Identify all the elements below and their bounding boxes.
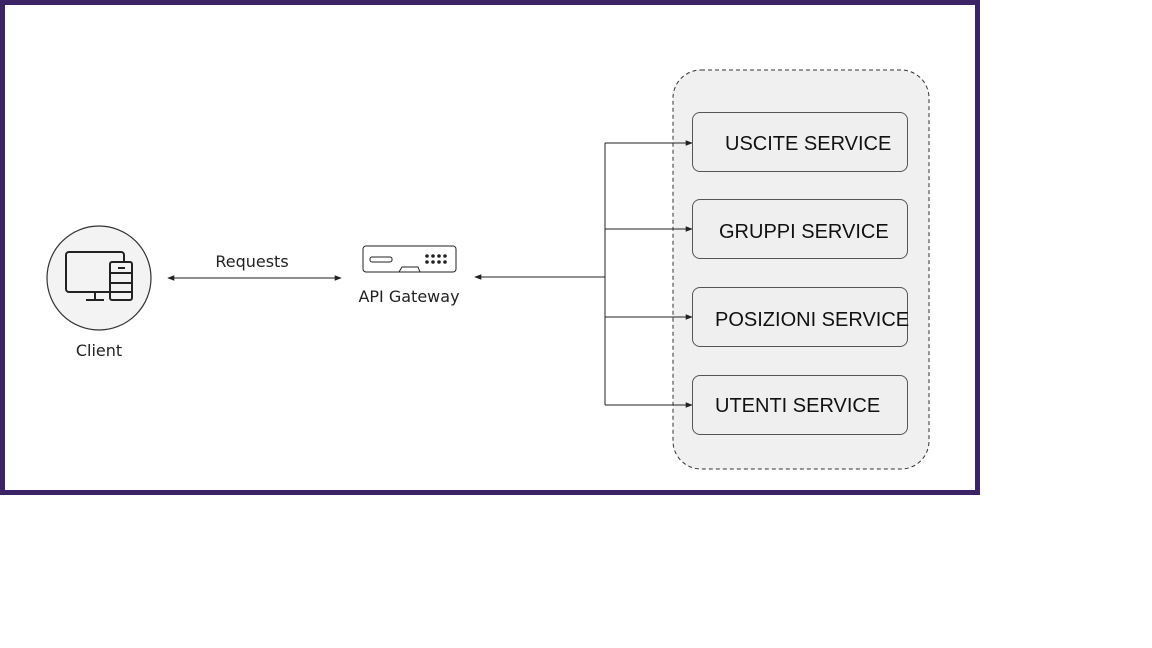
desktop-computer-icon [65,251,133,301]
service-box-gruppi: GRUPPI SERVICE [692,199,908,259]
service-label-utenti: UTENTI SERVICE [715,395,881,417]
client-node [46,225,152,331]
service-label-uscite: USCITE SERVICE [725,133,892,155]
service-box-utenti: UTENTI SERVICE [692,375,908,435]
service-label-gruppi: GRUPPI SERVICE [719,221,889,243]
client-label: Client [75,341,123,360]
service-label-posizioni: POSIZIONI SERVICE [715,309,910,331]
service-box-posizioni: POSIZIONI SERVICE [692,287,910,347]
gateway-label: API Gateway [358,287,460,306]
gateway-appliance-icon [362,245,457,273]
service-box-uscite: USCITE SERVICE [692,112,908,172]
requests-label: Requests [215,252,289,271]
